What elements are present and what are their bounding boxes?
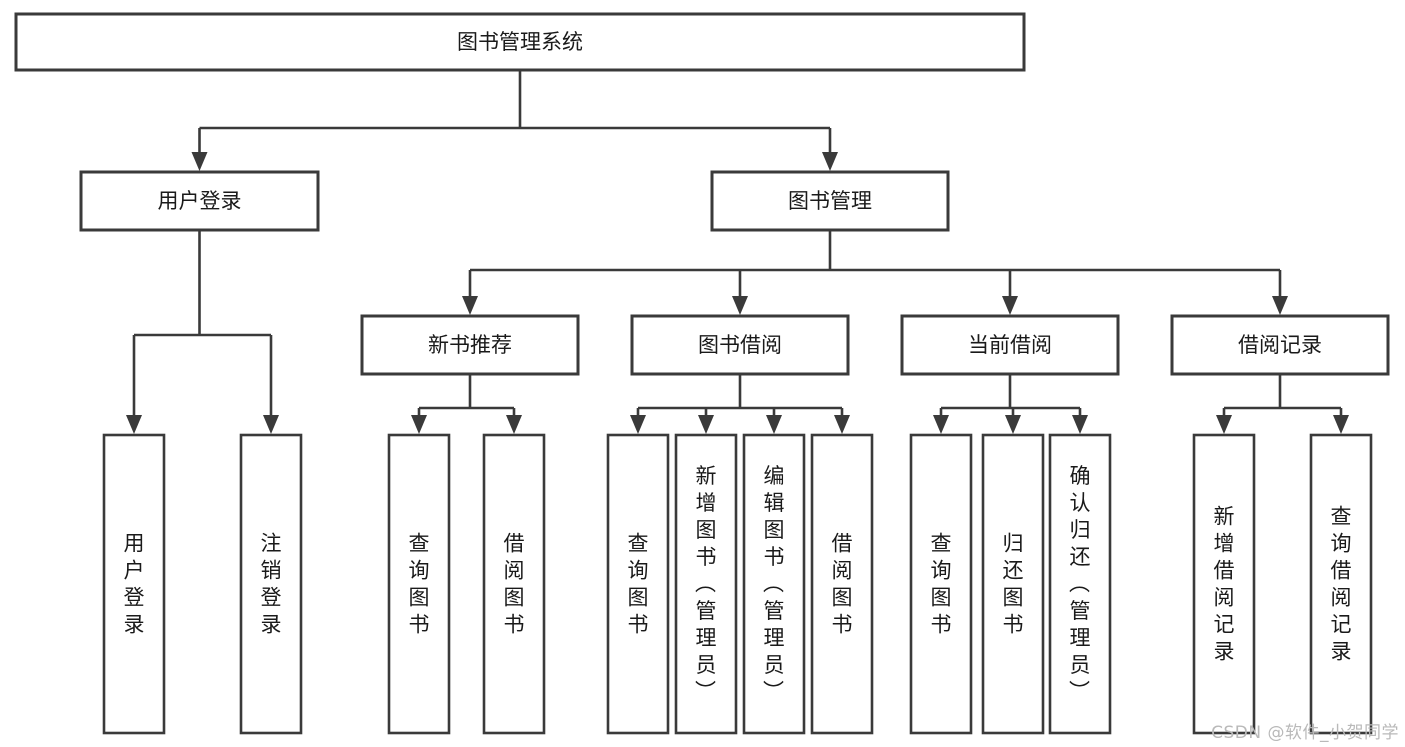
node-box-leaf-add-borrow-record[interactable] <box>1192 433 1256 735</box>
node-leaf-add-book-admin[interactable]: 新增图书（管理员） <box>674 433 738 735</box>
node-leaf-add-borrow-record[interactable]: 新增借阅记录 <box>1192 433 1256 735</box>
node-leaf-borrow-book[interactable]: 借阅图书 <box>810 433 874 735</box>
node-user-login[interactable]: 用户登录 <box>79 170 320 232</box>
node-box-leaf-return-book[interactable] <box>981 433 1045 735</box>
node-box-leaf-logout-login[interactable] <box>239 433 303 735</box>
arrow-head-icon <box>506 415 522 434</box>
arrow-head-icon <box>630 415 646 434</box>
node-layer: 图书管理系统用户登录图书管理新书推荐图书借阅当前借阅借阅记录用户登录注销登录查询… <box>14 12 1390 735</box>
node-label-leaf-return-book: 归还图书 <box>1003 532 1024 637</box>
node-label-current-borrow: 当前借阅 <box>968 333 1052 357</box>
node-label-leaf-borrow-book: 借阅图书 <box>832 532 853 637</box>
arrow-head-icon <box>834 415 850 434</box>
node-label-leaf-add-book-admin: 新增图书（管理员） <box>695 464 717 704</box>
connector-group-root <box>191 70 838 171</box>
node-label-leaf-add-borrow-record: 新增借阅记录 <box>1214 505 1235 664</box>
node-box-current-borrow[interactable] <box>900 314 1120 376</box>
arrow-head-icon <box>263 415 279 434</box>
node-box-leaf-add-book-admin[interactable] <box>674 433 738 735</box>
node-label-user-login: 用户登录 <box>158 189 242 213</box>
node-leaf-query-book-recommend[interactable]: 查询图书 <box>387 433 451 735</box>
node-label-book-borrow: 图书借阅 <box>698 333 782 357</box>
arrow-head-icon <box>698 415 714 434</box>
node-label-leaf-query-book-borrow: 查询图书 <box>628 532 649 637</box>
arrow-head-icon <box>1072 415 1088 434</box>
node-box-leaf-query-book-borrow[interactable] <box>606 433 670 735</box>
node-box-book-management[interactable] <box>710 170 950 232</box>
node-new-book-recommend[interactable]: 新书推荐 <box>360 314 580 376</box>
node-label-book-management: 图书管理 <box>788 189 872 213</box>
node-leaf-query-book-borrow[interactable]: 查询图书 <box>606 433 670 735</box>
arrow-head-icon <box>1216 415 1232 434</box>
node-box-borrow-record[interactable] <box>1170 314 1390 376</box>
node-label-leaf-user-login: 用户登录 <box>124 532 145 637</box>
node-label-leaf-borrow-book-recommend: 借阅图书 <box>504 532 525 637</box>
node-leaf-query-book-current[interactable]: 查询图书 <box>909 433 973 735</box>
arrow-head-icon <box>822 152 838 171</box>
arrow-head-icon <box>126 415 142 434</box>
arrow-head-icon <box>462 296 478 315</box>
csdn-watermark: CSDN @软件_小贺同学 <box>1211 723 1399 743</box>
connector-group-book-management <box>462 230 1288 315</box>
node-label-new-book-recommend: 新书推荐 <box>428 333 512 357</box>
connector-group-user-login <box>126 230 279 434</box>
arrow-head-icon <box>1272 296 1288 315</box>
node-box-leaf-query-book-current[interactable] <box>909 433 973 735</box>
node-leaf-confirm-return-admin[interactable]: 确认归还（管理员） <box>1048 433 1112 735</box>
node-box-leaf-user-login[interactable] <box>102 433 166 735</box>
arrow-head-icon <box>411 415 427 434</box>
node-label-leaf-edit-book-admin: 编辑图书（管理员） <box>763 464 785 704</box>
node-label-borrow-record: 借阅记录 <box>1238 333 1322 357</box>
node-box-leaf-query-book-recommend[interactable] <box>387 433 451 735</box>
arrow-head-icon <box>732 296 748 315</box>
node-label-root: 图书管理系统 <box>457 30 583 54</box>
arrow-head-icon <box>933 415 949 434</box>
node-box-new-book-recommend[interactable] <box>360 314 580 376</box>
connector-group-book-borrow <box>630 374 850 434</box>
node-borrow-record[interactable]: 借阅记录 <box>1170 314 1390 376</box>
node-label-leaf-logout-login: 注销登录 <box>261 532 282 637</box>
node-box-book-borrow[interactable] <box>630 314 850 376</box>
node-leaf-user-login[interactable]: 用户登录 <box>102 433 166 735</box>
node-label-leaf-query-borrow-record: 查询借阅记录 <box>1331 505 1352 664</box>
node-box-user-login[interactable] <box>79 170 320 232</box>
connector-group-borrow-record <box>1216 374 1349 434</box>
node-label-leaf-query-book-recommend: 查询图书 <box>409 532 430 637</box>
arrow-head-icon <box>1005 415 1021 434</box>
node-root[interactable]: 图书管理系统 <box>14 12 1026 72</box>
node-label-leaf-query-book-current: 查询图书 <box>931 532 952 637</box>
node-box-leaf-borrow-book-recommend[interactable] <box>482 433 546 735</box>
connector-group-new-book-recommend <box>411 374 522 434</box>
connector-group-current-borrow <box>933 374 1088 434</box>
node-book-borrow[interactable]: 图书借阅 <box>630 314 850 376</box>
node-leaf-edit-book-admin[interactable]: 编辑图书（管理员） <box>742 433 806 735</box>
node-box-leaf-query-borrow-record[interactable] <box>1309 433 1373 735</box>
node-leaf-borrow-book-recommend[interactable]: 借阅图书 <box>482 433 546 735</box>
node-current-borrow[interactable]: 当前借阅 <box>900 314 1120 376</box>
node-leaf-query-borrow-record[interactable]: 查询借阅记录 <box>1309 433 1373 735</box>
node-leaf-return-book[interactable]: 归还图书 <box>981 433 1045 735</box>
node-box-leaf-edit-book-admin[interactable] <box>742 433 806 735</box>
node-book-management[interactable]: 图书管理 <box>710 170 950 232</box>
node-label-leaf-confirm-return-admin: 确认归还（管理员） <box>1069 464 1091 704</box>
node-box-leaf-confirm-return-admin[interactable] <box>1048 433 1112 735</box>
node-leaf-logout-login[interactable]: 注销登录 <box>239 433 303 735</box>
arrow-head-icon <box>1002 296 1018 315</box>
node-box-leaf-borrow-book[interactable] <box>810 433 874 735</box>
connector-layer <box>126 70 1349 434</box>
node-box-root[interactable] <box>14 12 1026 72</box>
arrow-head-icon <box>1333 415 1349 434</box>
arrow-head-icon <box>191 152 208 171</box>
arrow-head-icon <box>766 415 782 434</box>
